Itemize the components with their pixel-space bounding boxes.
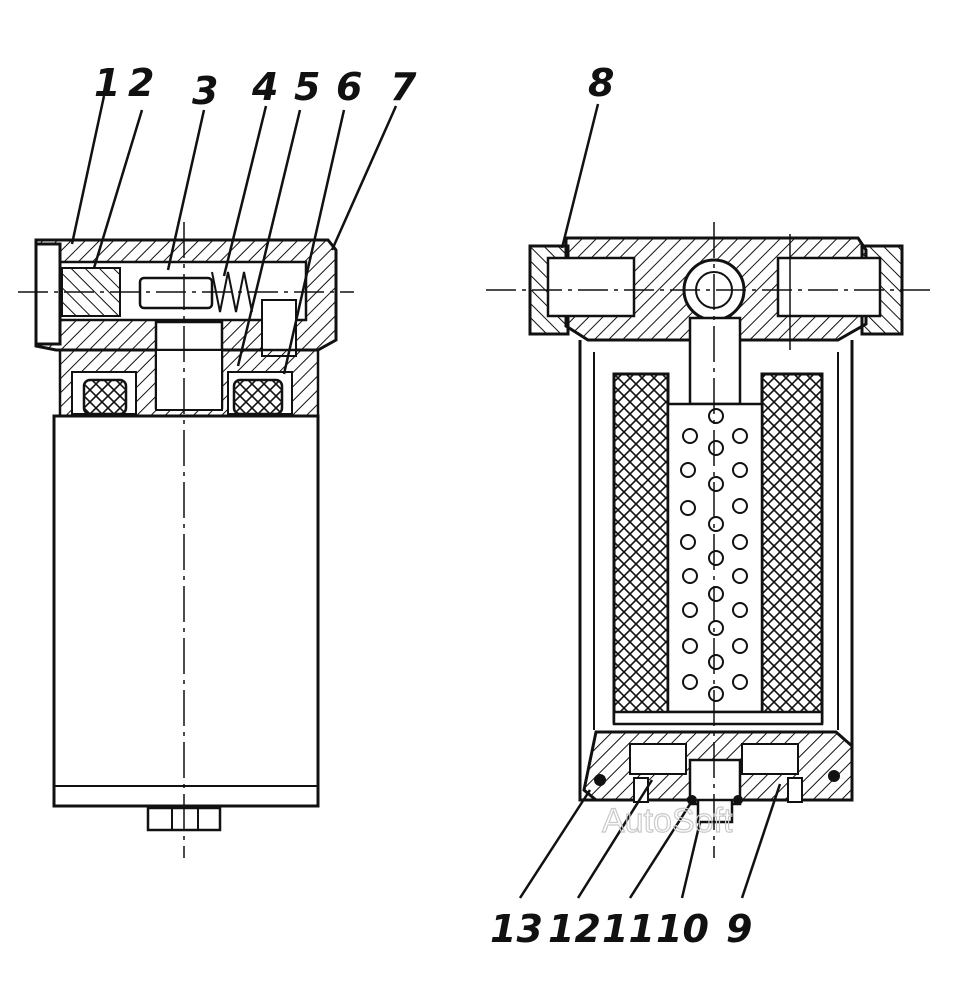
inlet-port — [546, 256, 636, 318]
right-seal-ring — [232, 378, 284, 416]
callout-9: 9 — [726, 907, 752, 951]
callout-3: 3 — [192, 69, 218, 113]
callout-10: 10 — [656, 907, 709, 951]
left-valve-ball — [138, 276, 214, 310]
callout-4: 4 — [251, 65, 278, 109]
right-leader-lines — [518, 103, 782, 899]
left-callouts: 1 2 3 4 5 6 7 — [94, 61, 417, 113]
left-end-washer — [34, 242, 62, 346]
callout-12: 12 — [548, 907, 601, 951]
filter-element-left — [612, 372, 670, 724]
right-view: 8 13 12 11 10 9 AutoSoft — [486, 61, 934, 951]
right-callouts: 8 13 12 11 10 9 — [490, 61, 752, 951]
outlet-port — [776, 256, 882, 318]
drain-plug — [688, 758, 742, 806]
callout-13: 13 — [490, 907, 543, 951]
tube-perforations — [680, 408, 748, 702]
left-filter-body — [52, 414, 320, 808]
callout-8: 8 — [588, 61, 614, 105]
callout-7: 7 — [390, 65, 417, 109]
callout-1: 1 — [94, 61, 120, 105]
filter-element-right — [760, 372, 824, 724]
left-view: 1 2 3 4 5 6 7 — [18, 61, 417, 858]
callout-5: 5 — [294, 65, 320, 109]
left-leader-lines — [70, 95, 398, 375]
callout-2: 2 — [128, 61, 154, 105]
watermark: AutoSoft — [602, 802, 733, 840]
central-tube-top — [688, 316, 742, 406]
callout-11: 11 — [602, 907, 655, 951]
callout-6: 6 — [336, 65, 362, 109]
left-seal-ring — [82, 378, 128, 416]
